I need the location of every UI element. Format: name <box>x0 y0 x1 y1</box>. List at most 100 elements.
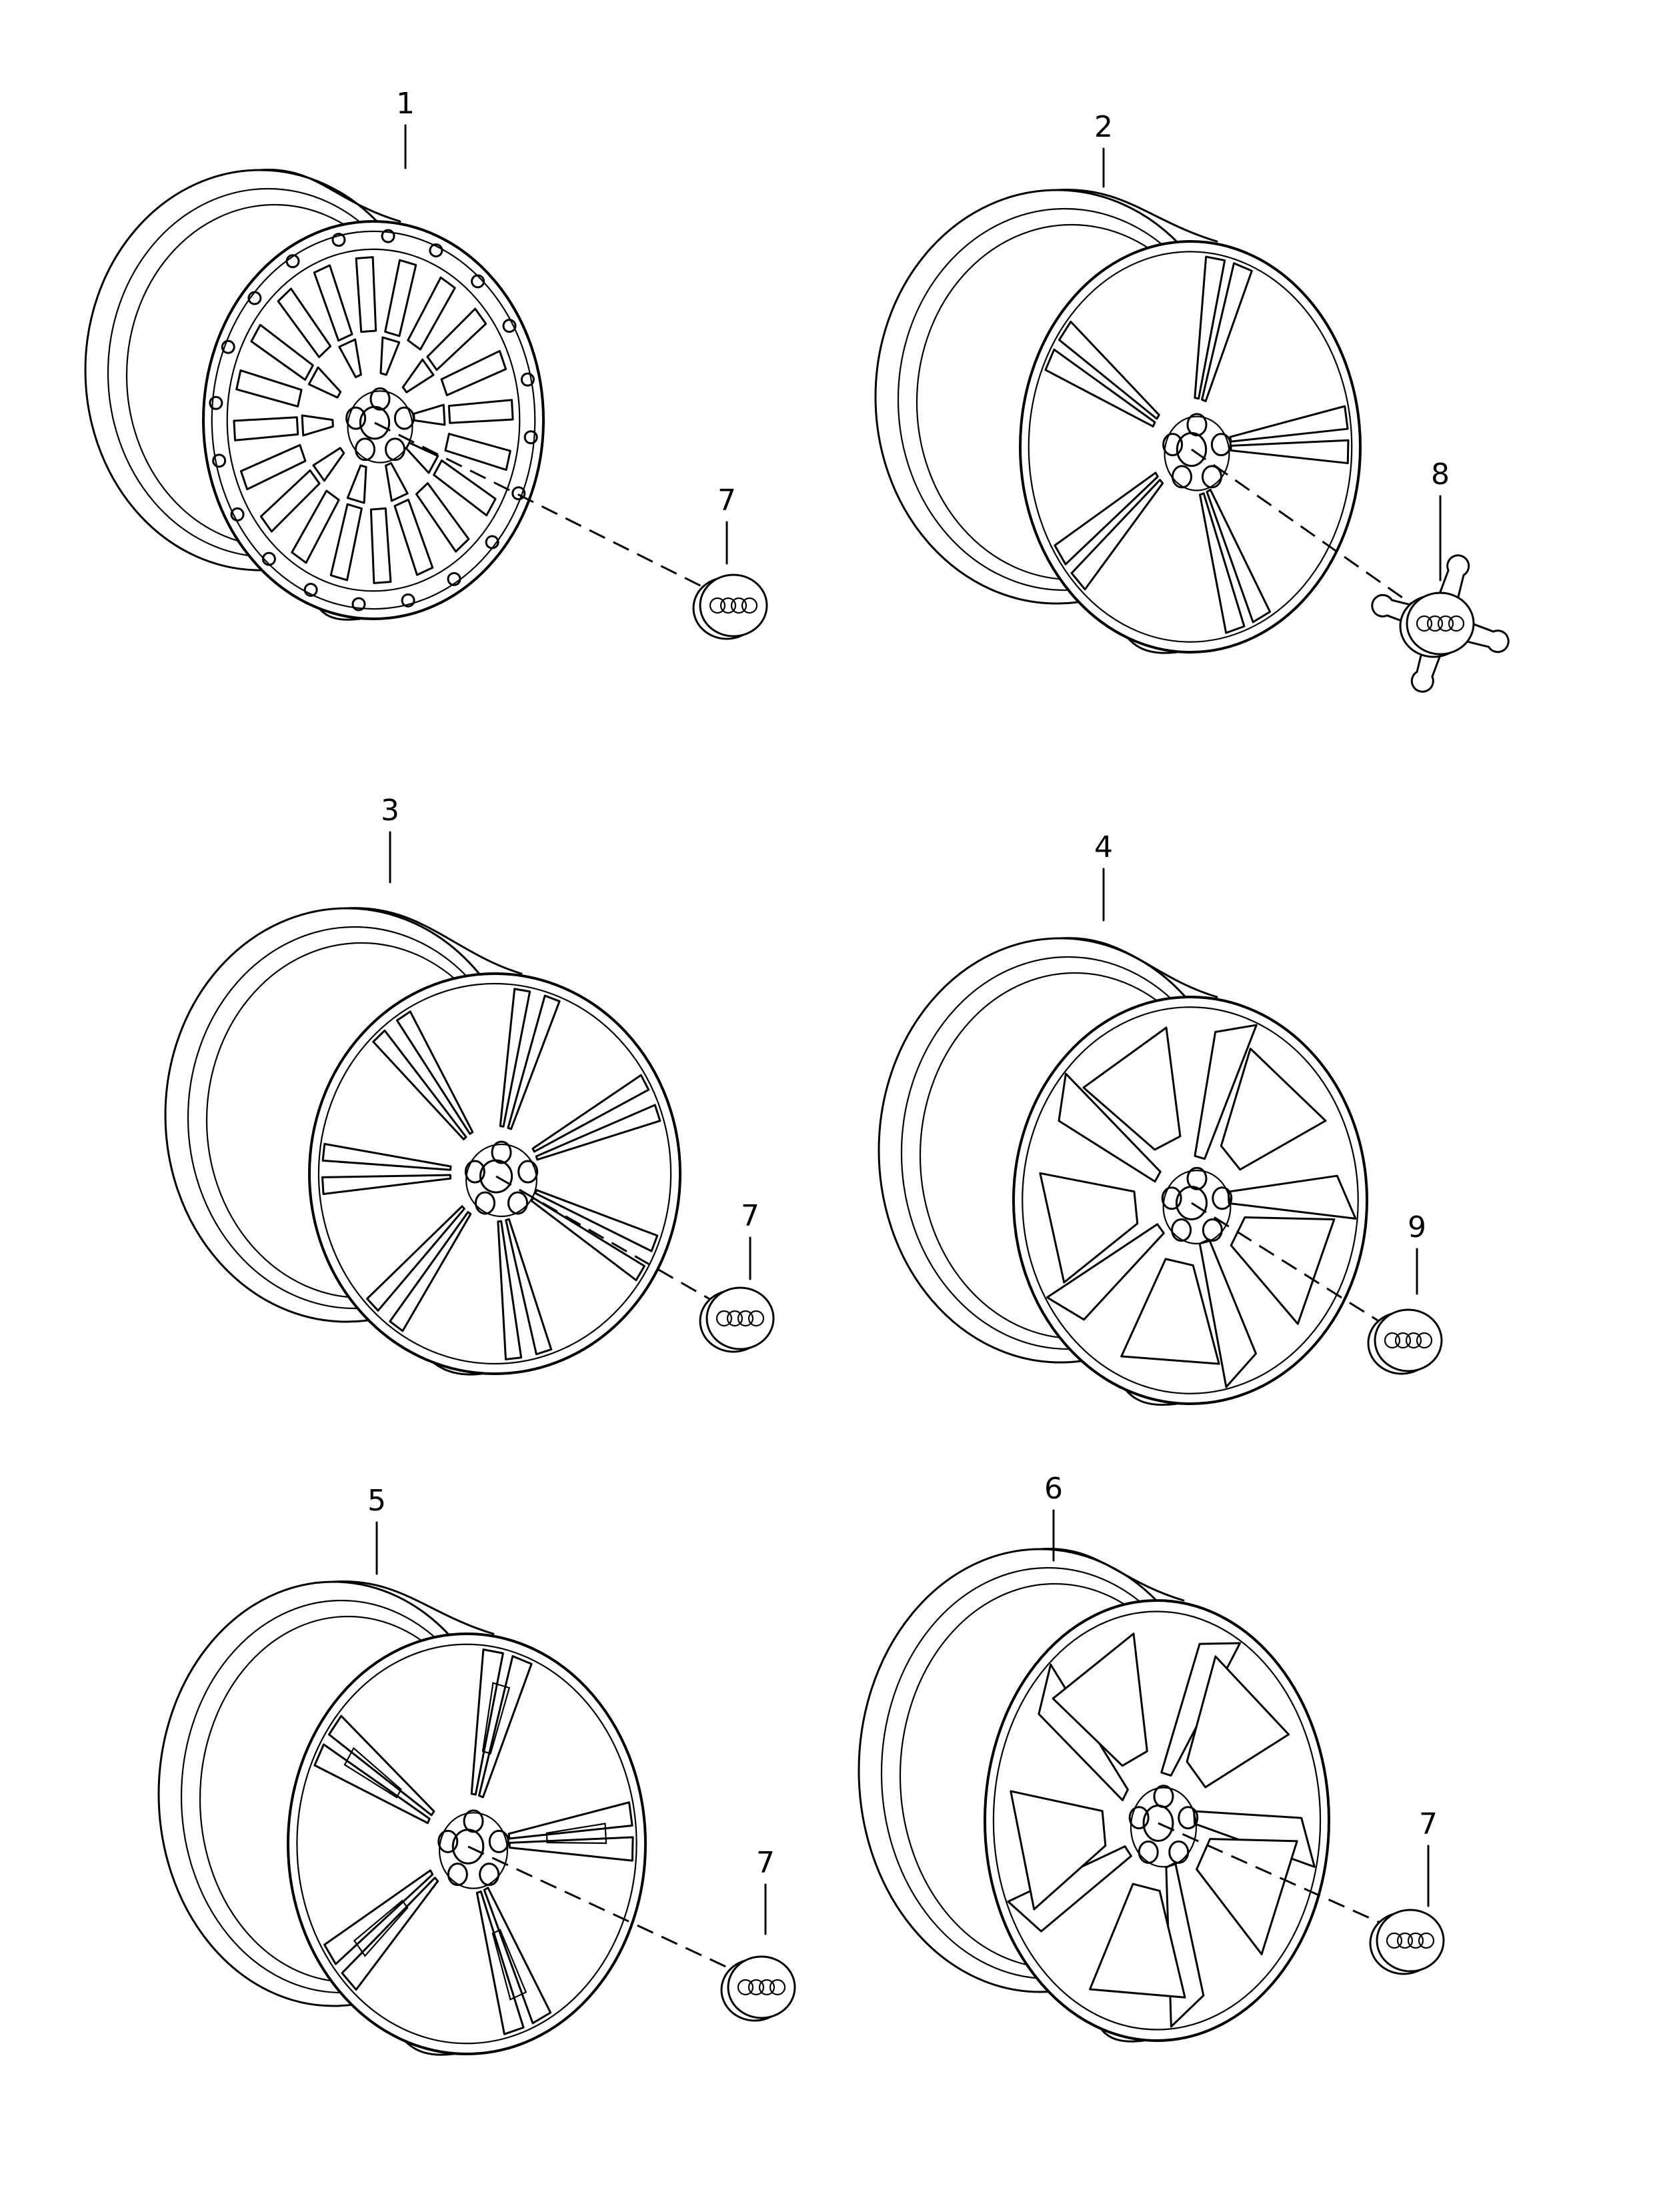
lug-bolt-hole <box>1186 1166 1208 1190</box>
spoke-window <box>1230 1216 1336 1325</box>
spoke-window <box>1052 1632 1148 1767</box>
spoke-window <box>250 323 314 381</box>
lug-bolt-hole <box>479 1863 500 1887</box>
lug-bolt-hole <box>1161 1186 1182 1210</box>
lug-bolt-hole <box>1186 413 1208 437</box>
twin-spoke <box>1201 262 1253 403</box>
spoke-window <box>1196 1838 1298 1955</box>
spoke-window <box>393 498 434 576</box>
rim-rivet <box>285 254 300 269</box>
spoke-window <box>355 256 377 333</box>
wheel-callout-number: 1 <box>396 87 415 121</box>
spoke-window <box>277 287 332 358</box>
twin-spoke <box>497 1220 523 1360</box>
spoke-window <box>444 433 511 471</box>
twin-spoke <box>1054 471 1159 566</box>
assembly-dash-line <box>1158 1822 1391 1929</box>
wheel-rim-2: 2 <box>874 110 1362 654</box>
spoke <box>1198 1238 1257 1388</box>
lug-bolt-hole <box>1210 433 1232 457</box>
hub-cap-face <box>1376 1909 1445 1973</box>
spoke-window <box>440 349 507 397</box>
rim-rivet <box>381 229 395 243</box>
hub-cap-face <box>1374 1308 1443 1372</box>
hub-cap: 7 <box>495 1175 775 1353</box>
rim-rivet <box>212 453 227 468</box>
spoke-window <box>384 259 417 337</box>
spoke-window <box>301 414 334 437</box>
spoke-window <box>338 338 362 379</box>
twin-spoke <box>507 1801 633 1840</box>
twin-spoke <box>366 1205 465 1312</box>
spoke-window <box>312 447 345 482</box>
spoke-window <box>346 464 367 504</box>
twin-spoke <box>535 1104 661 1161</box>
lug-bolt-hole <box>1202 1218 1223 1242</box>
spoke-window <box>369 507 392 584</box>
twin-spoke <box>505 1218 553 1356</box>
hub-cap-face <box>699 574 768 638</box>
spoke-slot <box>343 1747 402 1799</box>
twin-spoke <box>1230 439 1350 465</box>
lug-bolt-hole <box>345 406 367 430</box>
wheel-callout-number: 2 <box>1094 110 1113 144</box>
twin-spoke <box>483 1887 552 2025</box>
twin-spoke <box>313 1743 431 1825</box>
spoke-window <box>1186 1655 1290 1789</box>
twin-spoke <box>395 1010 474 1135</box>
center-bore <box>359 405 391 440</box>
cap-callout-number: 7 <box>756 1846 775 1880</box>
lug-bolt-hole <box>474 1191 495 1215</box>
hub-cap: 7 <box>374 421 768 640</box>
twin-spoke <box>1058 320 1160 420</box>
spoke-window <box>233 416 299 441</box>
rim-rivet <box>523 430 538 445</box>
wheel-rim-5: 5 <box>157 1484 647 2056</box>
assembly-dash-line <box>1191 1202 1389 1328</box>
wheel-callout-number: 5 <box>367 1484 386 1518</box>
rim-rivet <box>261 551 276 566</box>
spoke-window <box>329 503 363 582</box>
center-bore <box>1175 1186 1208 1220</box>
rim-rivet <box>303 582 318 597</box>
twin-spoke <box>534 1189 659 1252</box>
rim-rivet <box>401 593 415 608</box>
rim-rivet <box>511 486 526 501</box>
spoke <box>1046 1223 1165 1321</box>
twin-spoke <box>499 988 531 1128</box>
lug-bolt-hole <box>1212 1186 1233 1210</box>
center-bore <box>479 1159 513 1194</box>
twin-spoke <box>1199 492 1246 634</box>
wheel-callout-number: 3 <box>381 794 399 828</box>
twin-spoke <box>1044 348 1156 427</box>
spoke-window <box>259 469 321 533</box>
assembly-dash-line <box>1191 448 1421 612</box>
four-rings-logo-icon <box>1384 1332 1433 1349</box>
wheel-rim-3: 3 <box>164 794 681 1376</box>
cap-callout-number: 7 <box>1419 1807 1438 1841</box>
assembly-dash-line <box>467 1845 742 1975</box>
spoke <box>1058 1072 1162 1183</box>
assembly-dash-line <box>374 421 714 594</box>
spoke-slot <box>545 1823 607 1845</box>
cap-callout-number: 7 <box>741 1199 759 1233</box>
lug-bolt-hole <box>1168 1840 1190 1864</box>
spoke-window <box>1082 1026 1182 1151</box>
lug-bolt-hole <box>507 1191 529 1215</box>
hub-cap: 7 <box>467 1845 796 2022</box>
rim-rivet <box>331 233 346 247</box>
twin-spoke <box>531 1074 650 1153</box>
rim-rivet <box>351 597 366 612</box>
wheel-rim-4: 4 <box>878 830 1368 1406</box>
spoke-slot <box>481 1682 511 1755</box>
assembly-dash-line <box>495 1175 721 1306</box>
spoke-window <box>379 336 401 376</box>
spoke-window <box>415 482 470 553</box>
lug-bolt-hole <box>1171 1218 1192 1242</box>
spoke-window <box>407 276 456 351</box>
lug-bolt-hole <box>1172 465 1193 489</box>
wheel-rim-1: 1 <box>84 87 545 621</box>
lug-bolt-hole <box>517 1160 539 1184</box>
center-bore <box>1176 431 1208 467</box>
wheel-callout-number: 6 <box>1044 1472 1063 1506</box>
